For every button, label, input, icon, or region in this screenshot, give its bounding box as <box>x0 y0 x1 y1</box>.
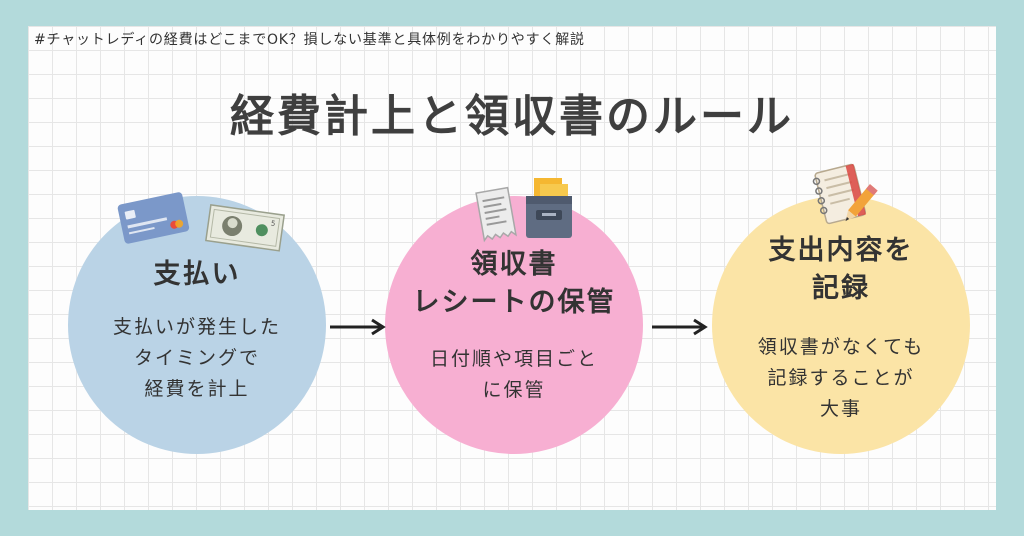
hashtag-caption: #チャットレディの経費はどこまでOK？損しない基準と具体例をわかりやすく解説 <box>34 32 585 48</box>
step-circle-receipt-storage: 領収書 レシートの保管 日付順や項目ごと に保管 <box>385 196 643 454</box>
step-heading: 支払い <box>153 259 241 290</box>
svg-text:5: 5 <box>270 219 276 228</box>
banknote-icon: 5 <box>205 204 286 252</box>
pencil-icon <box>845 184 878 222</box>
arrow-right-icon <box>652 318 708 336</box>
page-title: 経費計上と領収書のルール <box>230 91 794 142</box>
step-description: 日付順や項目ごと に保管 <box>429 348 598 401</box>
arrow-right-icon <box>330 318 386 336</box>
step-heading: 領収書 レシートの保管 <box>412 249 616 318</box>
step-circle-payment: 支払い 支払いが発生した タイミングで 経費を計上 <box>68 196 326 454</box>
credit-card-icon <box>117 192 190 244</box>
step-description: 領収書がなくても 記録することが 大事 <box>757 336 925 420</box>
receipt-icon <box>475 186 517 243</box>
step-description: 支払いが発生した タイミングで 経費を計上 <box>112 316 281 400</box>
step-circle-record-expenses: 支出内容を 記録 領収書がなくても 記録することが 大事 <box>712 196 970 454</box>
step-heading: 支出内容を 記録 <box>768 235 914 304</box>
file-box-icon <box>526 178 572 238</box>
